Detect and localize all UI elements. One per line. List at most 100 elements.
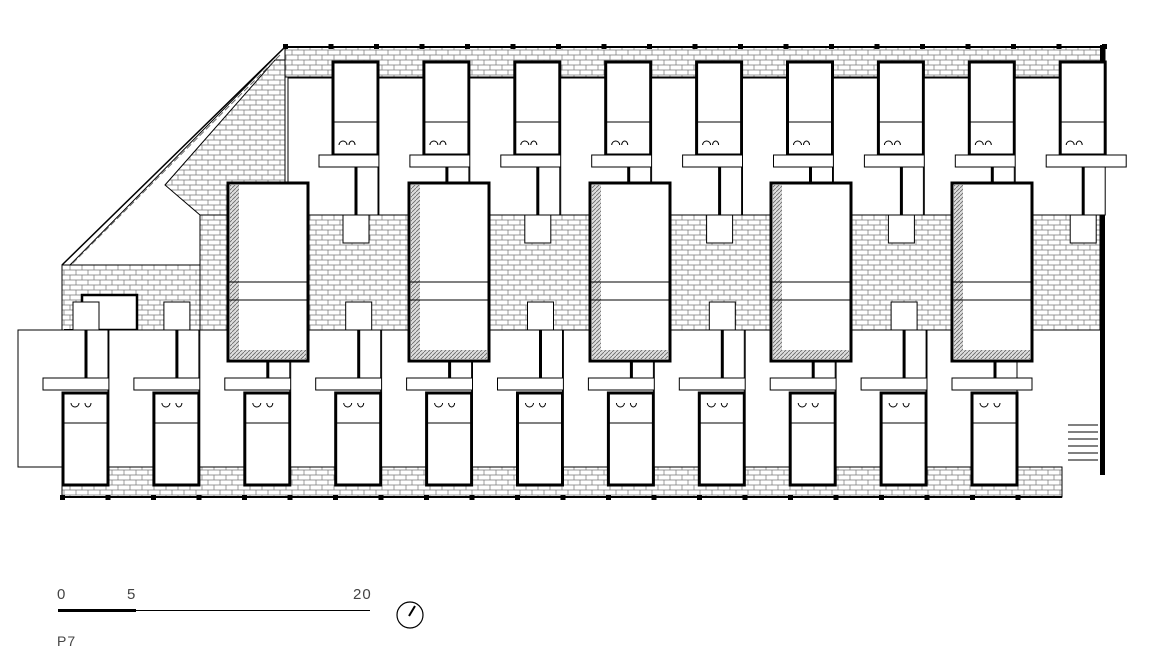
railing-post (874, 44, 880, 49)
toilet-sink-icon (338, 140, 356, 146)
corridor-door (890, 301, 918, 331)
bottom-unit-pod (334, 391, 383, 487)
light-well-hatch (954, 185, 963, 359)
light-well (769, 181, 853, 363)
light-well (950, 181, 1034, 363)
railing-post (924, 495, 930, 500)
corridor-door (887, 214, 915, 244)
top-unit-pod (331, 60, 380, 157)
railing-post (965, 44, 971, 49)
toilet-sink-icon (434, 402, 456, 408)
bottom-unit-pod (788, 391, 837, 487)
light-well (226, 181, 310, 363)
railing-post (742, 495, 748, 500)
toilet-sink-icon (888, 402, 910, 408)
scale-label-5: 5 (127, 586, 137, 603)
railing-post (378, 495, 384, 500)
corridor-door (163, 301, 191, 331)
top-unit-pod (786, 60, 834, 157)
railing-post (970, 495, 975, 500)
bottom-unit-pod (61, 391, 110, 487)
railing-post (697, 495, 702, 500)
railing-post (692, 44, 698, 49)
north-arrow-icon (396, 601, 424, 629)
window-ledge (1045, 154, 1127, 168)
toilet-sink-icon (883, 140, 901, 146)
bottom-unit-pod (152, 391, 201, 487)
bottom-unit-pod (970, 391, 1019, 487)
railing-post (788, 495, 793, 500)
top-unit-pod (876, 60, 925, 157)
railing-post (833, 495, 839, 500)
railing-post (879, 495, 884, 500)
top-unit-pod (1058, 60, 1107, 157)
diagonal-facade (61, 46, 286, 266)
railing-post (1015, 495, 1021, 500)
railing-post (510, 44, 516, 49)
toilet-sink-icon (979, 402, 1001, 408)
railing-post (556, 44, 561, 49)
light-well-hatch (230, 350, 306, 359)
corridor-door (527, 301, 554, 331)
railing-post (647, 44, 652, 49)
scale-bar-thick (58, 609, 136, 612)
bottom-unit-pod (606, 391, 655, 487)
railing-post (287, 495, 293, 500)
bottom-unit-pod (425, 391, 474, 487)
railing-post (1102, 44, 1107, 49)
light-well-hatch (954, 350, 1030, 359)
light-well-hatch (230, 185, 239, 359)
railing-post (374, 44, 379, 49)
toilet-sink-icon (70, 402, 92, 408)
railing-post (829, 44, 834, 49)
railing-post (738, 44, 743, 49)
corridor-door (706, 214, 734, 244)
scale-bar-thin (136, 610, 370, 611)
light-well (588, 181, 672, 363)
diagonal-facade-inner (67, 54, 281, 269)
railing-post (465, 44, 470, 49)
toilet-sink-icon (429, 140, 447, 146)
railing-post (105, 495, 111, 500)
toilet-sink-icon (974, 140, 992, 146)
toilet-sink-icon (793, 140, 810, 146)
floor-label: P7 (57, 633, 77, 649)
railing-post (1056, 44, 1062, 49)
top-unit-pod (967, 60, 1016, 157)
top-unit-pod (513, 60, 562, 157)
railing-post (920, 44, 925, 49)
railing-post (469, 495, 475, 500)
toilet-sink-icon (161, 402, 183, 408)
railing-post (560, 495, 566, 500)
railing-post (283, 44, 288, 49)
light-well (407, 181, 491, 363)
railing-post (651, 495, 657, 500)
corridor-door (524, 214, 552, 244)
light-well-hatch (773, 185, 782, 359)
corridor-door (345, 301, 373, 331)
corridor-door (1069, 214, 1097, 244)
toilet-sink-icon (520, 140, 538, 146)
toilet-sink-icon (611, 140, 629, 146)
railing-post (601, 44, 607, 49)
railing-post (424, 495, 429, 500)
corridor-door (342, 214, 370, 244)
corridor-door (708, 301, 736, 331)
toilet-sink-icon (706, 402, 728, 408)
bottom-unit-pod (516, 391, 564, 487)
bottom-unit-pod (879, 391, 928, 487)
corridor-door (72, 301, 100, 331)
railing-post (515, 495, 520, 500)
right-stair (1068, 424, 1098, 461)
toilet-sink-icon (343, 402, 365, 408)
light-well-hatch (411, 350, 487, 359)
light-well-hatch (773, 350, 849, 359)
railing-post (328, 44, 334, 49)
scale-label-20: 20 (353, 586, 372, 603)
light-well-hatch (592, 350, 668, 359)
toilet-sink-icon (252, 402, 274, 408)
railing-post (151, 495, 156, 500)
railing-post (60, 495, 65, 500)
railing-post (606, 495, 611, 500)
